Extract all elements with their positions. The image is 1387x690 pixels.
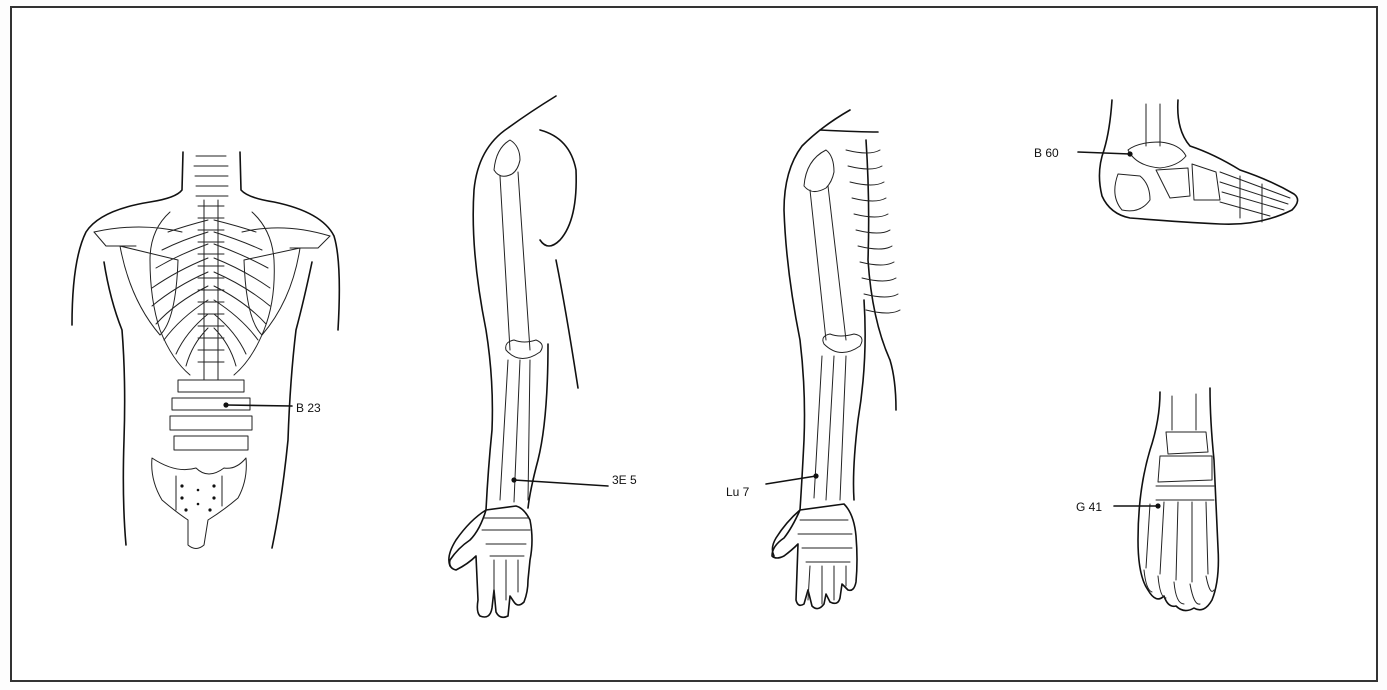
point-b60-label: B 60 bbox=[1034, 146, 1059, 160]
point-lu7-leader bbox=[766, 476, 816, 484]
foot-top-figure bbox=[1138, 388, 1218, 611]
point-b60-leader bbox=[1078, 152, 1130, 154]
point-g41-label: G 41 bbox=[1076, 500, 1102, 514]
arm-figure-2 bbox=[772, 110, 900, 609]
point-b23: B 23 bbox=[223, 401, 321, 415]
point-3e5-label: 3E 5 bbox=[612, 473, 637, 487]
arm-figure-1 bbox=[449, 96, 578, 617]
point-g41: G 41 bbox=[1076, 500, 1161, 514]
foot-side-figure bbox=[1099, 100, 1297, 224]
point-lu7: Lu 7 bbox=[726, 473, 819, 499]
point-b23-leader bbox=[226, 405, 292, 406]
sacral-foramina bbox=[180, 484, 215, 511]
back-torso-figure bbox=[72, 152, 339, 549]
point-b23-label: B 23 bbox=[296, 401, 321, 415]
point-b60: B 60 bbox=[1034, 146, 1133, 160]
point-3e5: 3E 5 bbox=[511, 473, 637, 487]
point-lu7-label: Lu 7 bbox=[726, 485, 750, 499]
